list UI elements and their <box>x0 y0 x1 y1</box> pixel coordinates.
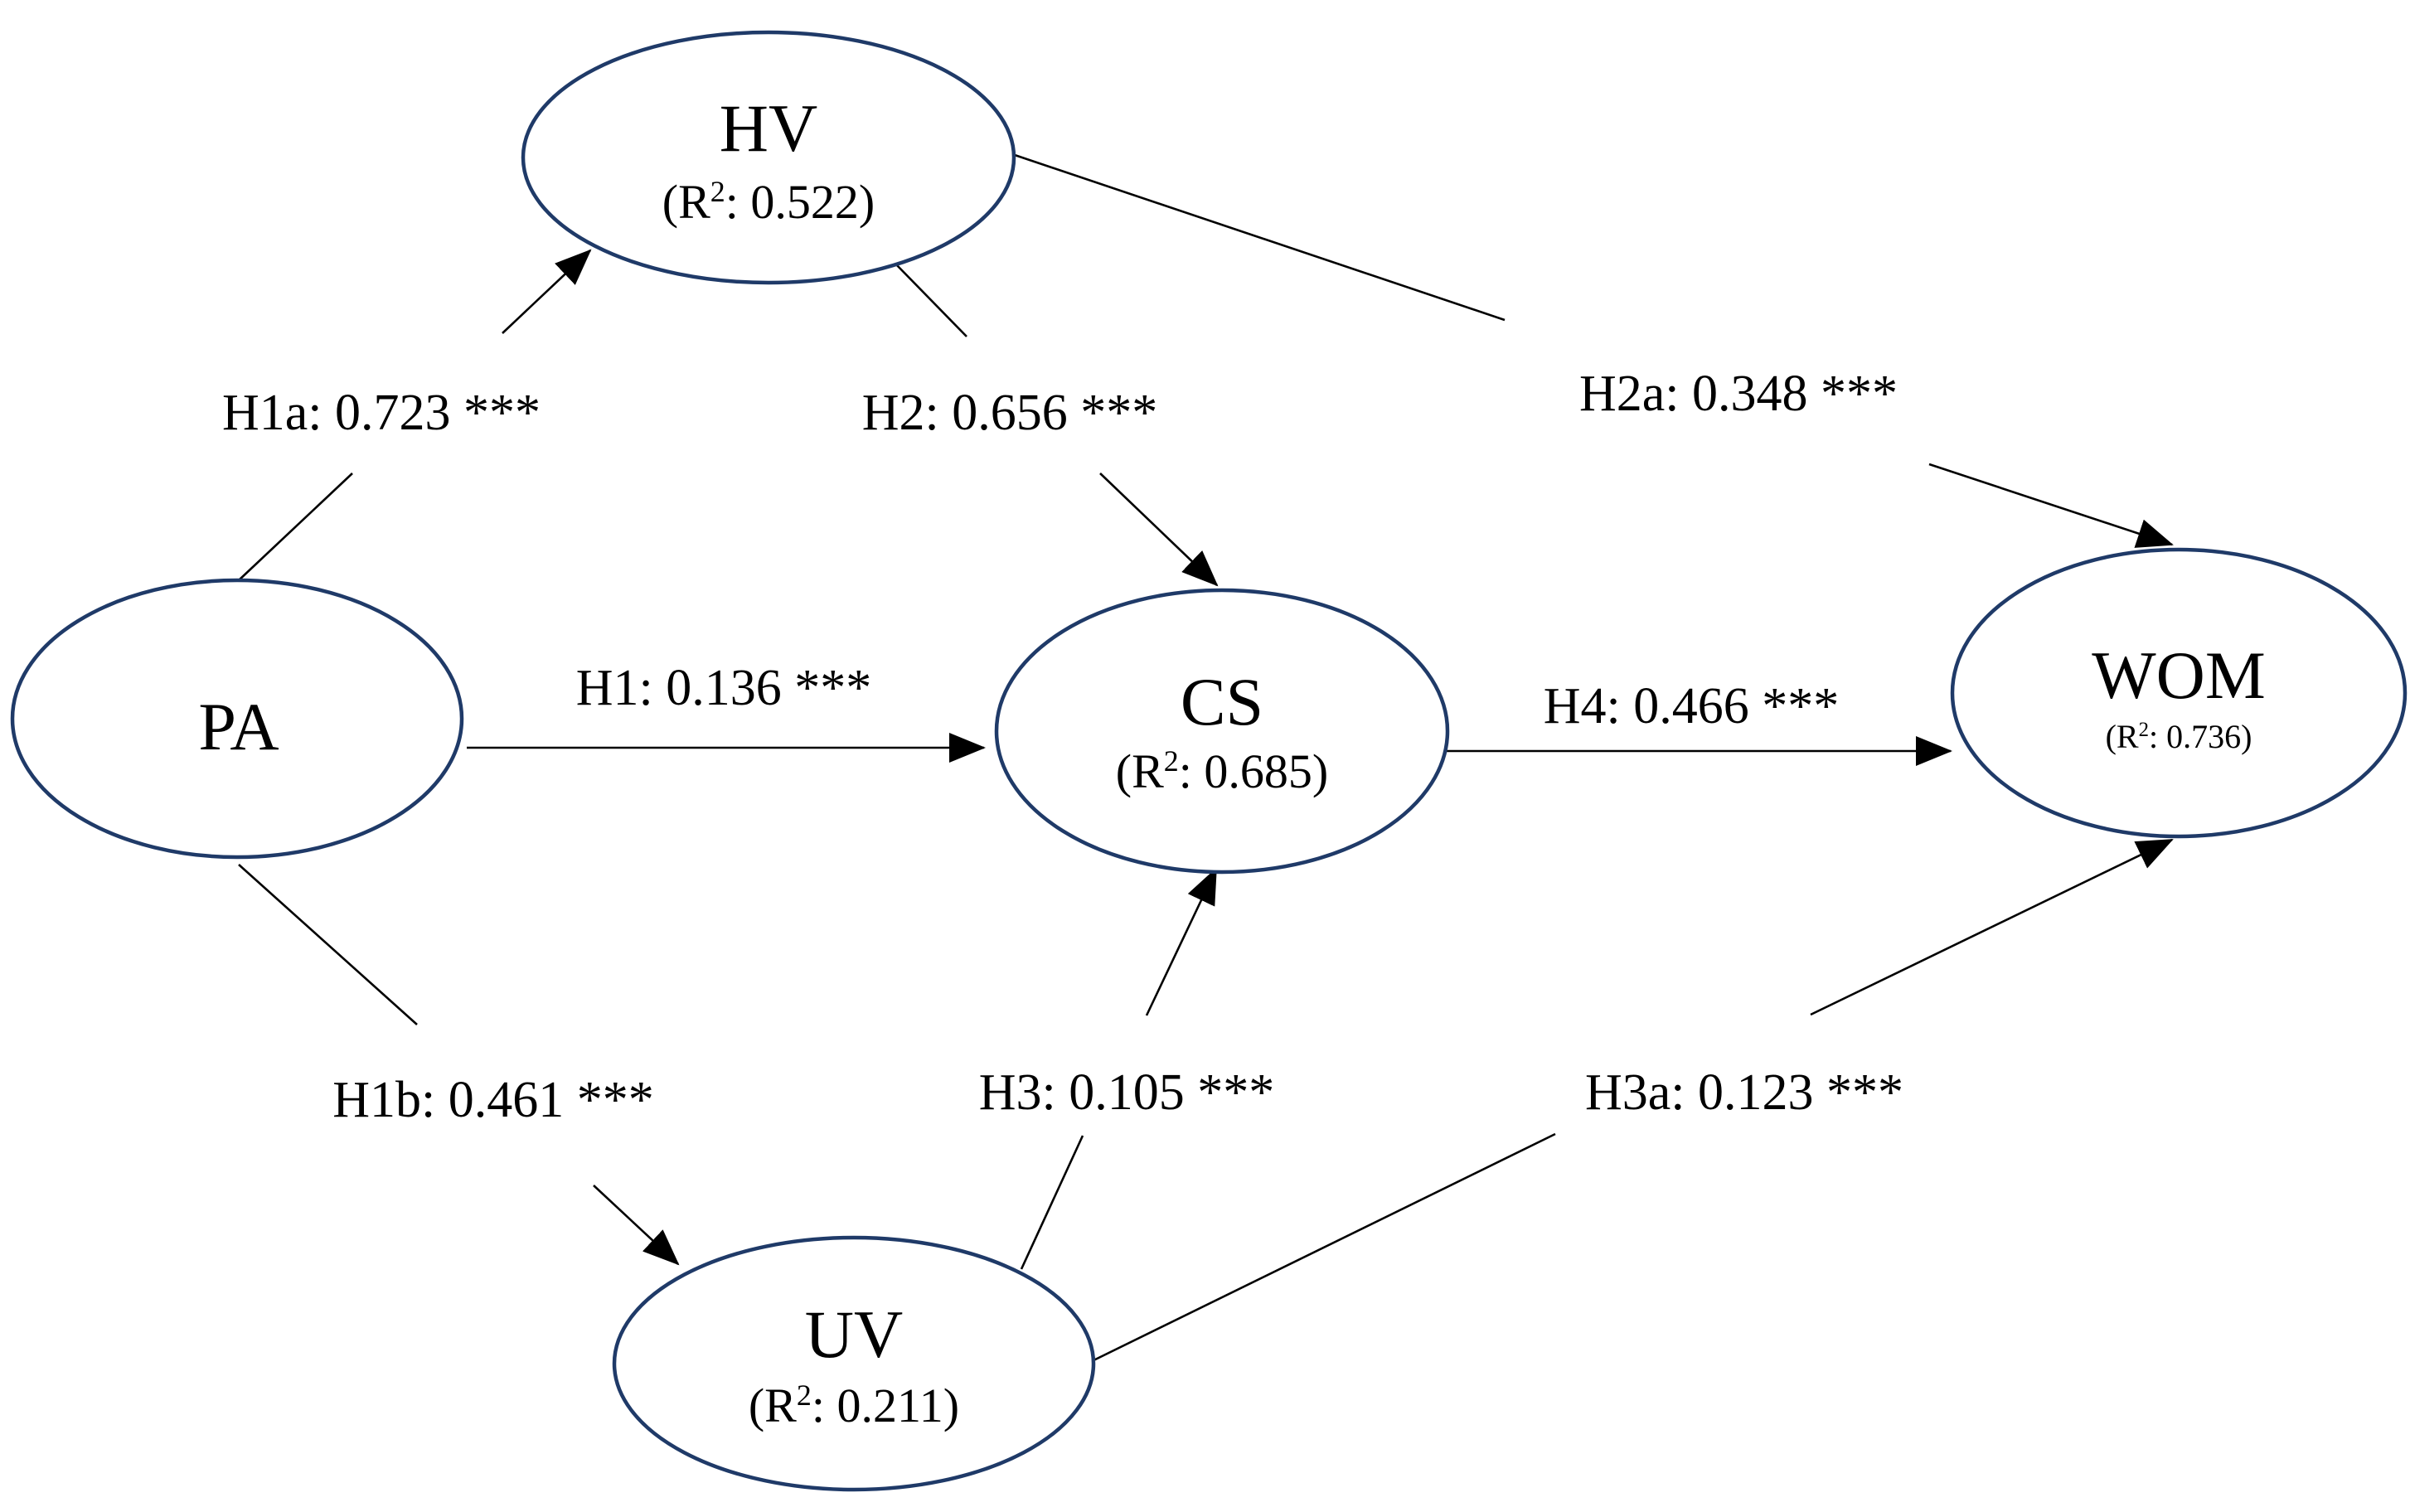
path-h1a <box>238 249 592 581</box>
path-h1b <box>238 864 680 1266</box>
path-h2 <box>895 263 1219 587</box>
node-cs-name: CS <box>1181 664 1263 739</box>
path-label-h1b: H1b: 0.461 *** <box>332 1072 654 1128</box>
node-cs: CS (R2: 0.685) <box>994 588 1450 875</box>
node-cs-r2: (R2: 0.685) <box>1116 744 1328 798</box>
path-label-h2: H2: 0.656 *** <box>862 385 1158 441</box>
node-wom-r2: (R2: 0.736) <box>2106 718 2252 755</box>
node-hv: HV (R2: 0.522) <box>521 30 1016 285</box>
path-label-h4: H4: 0.466 *** <box>1544 678 1840 734</box>
node-hv-name: HV <box>720 90 817 166</box>
path-label-h1: H1: 0.136 *** <box>576 660 872 716</box>
node-uv-name: UV <box>805 1296 903 1372</box>
node-uv: UV (R2: 0.211) <box>612 1235 1096 1492</box>
node-wom-name: WOM <box>2092 637 2266 713</box>
node-wom: WOM (R2: 0.736) <box>1950 547 2408 839</box>
node-pa: PA <box>10 578 464 860</box>
node-uv-r2: (R2: 0.211) <box>749 1379 959 1432</box>
path-label-h2a: H2a: 0.348 *** <box>1579 366 1898 422</box>
node-hv-r2: (R2: 0.522) <box>662 175 875 229</box>
node-pa-name: PA <box>198 689 279 764</box>
path-label-h3: H3: 0.105 *** <box>979 1064 1275 1121</box>
path-h3 <box>1020 867 1218 1270</box>
path-h2a <box>1011 153 2174 548</box>
path-label-h3a: H3a: 0.123 *** <box>1585 1064 1903 1121</box>
path-label-h1a: H1a: 0.723 *** <box>222 385 541 441</box>
path-h3a <box>1088 838 2174 1364</box>
